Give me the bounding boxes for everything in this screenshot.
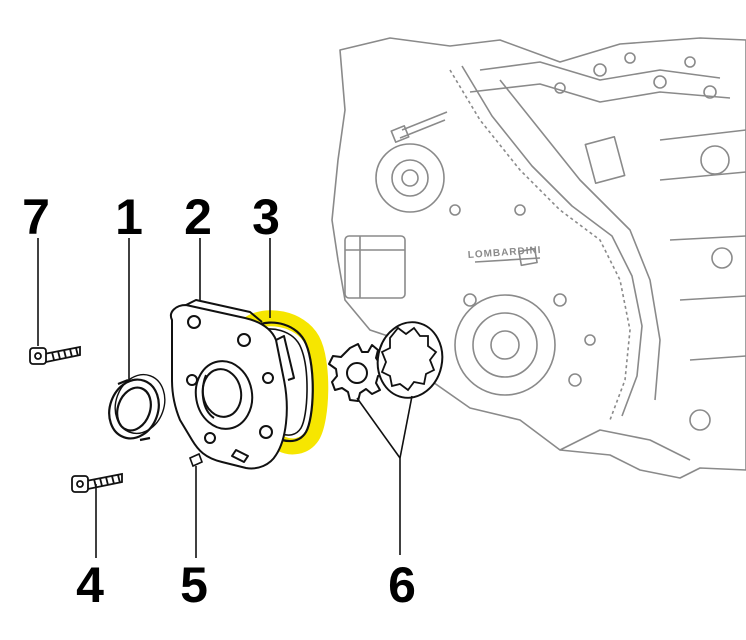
shaft-seal-ring xyxy=(108,373,166,442)
dowel-pin xyxy=(188,452,204,468)
screw-upper xyxy=(29,345,81,365)
callout-1: 1 xyxy=(115,189,143,245)
callout-4: 4 xyxy=(76,557,104,613)
oil-pump-housing xyxy=(170,299,295,470)
engine-block xyxy=(331,37,746,479)
leader-line-6b xyxy=(399,395,413,459)
callout-numbers: 7 1 2 3 4 5 6 xyxy=(22,189,416,613)
engine-brand-text: LOMBARDINI xyxy=(467,245,541,261)
callout-7: 7 xyxy=(22,189,50,245)
callout-6: 6 xyxy=(388,557,416,613)
leader-lines xyxy=(37,238,413,558)
seal-ring-highlight xyxy=(240,310,329,455)
leader-line-6a xyxy=(356,397,401,459)
callout-2: 2 xyxy=(184,189,212,245)
inner-rotor-gear xyxy=(328,343,388,402)
outer-rotor-ring xyxy=(376,321,444,399)
callout-3: 3 xyxy=(252,189,280,245)
callout-5: 5 xyxy=(180,557,208,613)
screw-lower xyxy=(71,472,123,493)
